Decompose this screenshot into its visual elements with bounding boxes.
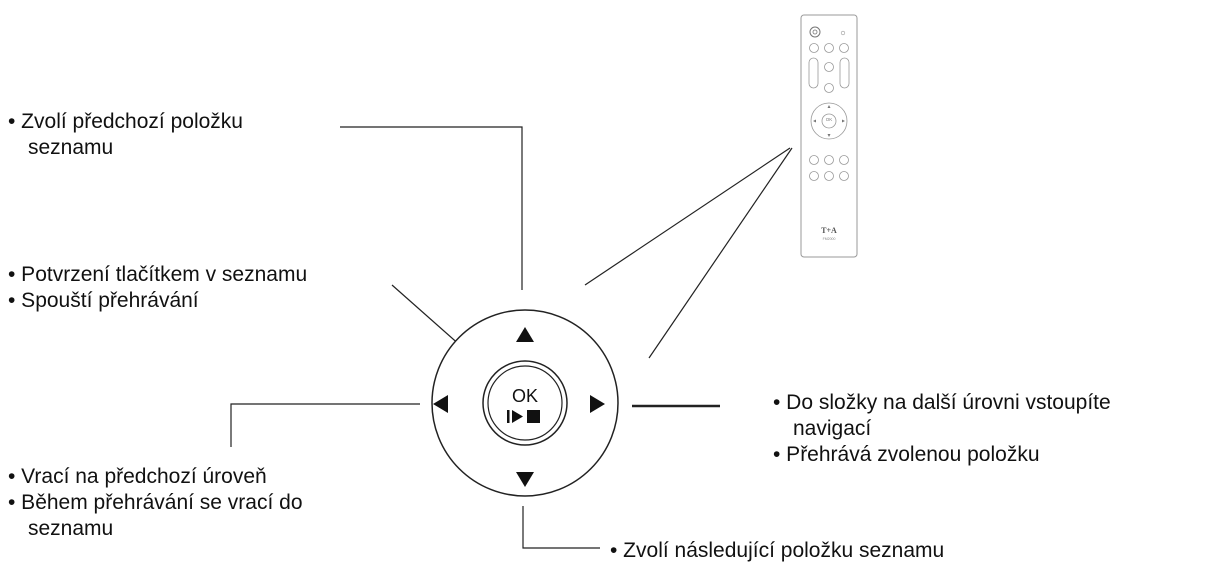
left-connector [230, 403, 420, 447]
down-button[interactable] [516, 472, 534, 487]
down-connector [522, 506, 600, 549]
ok-inner-ring [487, 365, 563, 441]
up-button[interactable] [516, 327, 534, 342]
label-right-line-3: • Přehrává zvolenou položku [773, 443, 1040, 466]
play-stop-icon [507, 410, 540, 423]
triangle-down-icon [516, 472, 534, 487]
triangle-up-icon [516, 327, 534, 342]
label-right: • Do složky na další úrovni vstoupíte na… [773, 390, 1111, 468]
remote-model: FM2000 [823, 237, 836, 241]
label-left: • Vrací na předchozí úroveň • Během přeh… [8, 464, 303, 542]
left-button[interactable] [433, 395, 448, 413]
ok-button[interactable]: OK [482, 360, 568, 446]
remote-brand: T+A [821, 226, 837, 235]
ok-label: OK [512, 386, 538, 406]
triangle-left-icon [433, 395, 448, 413]
remote-control: OK T+A FM2000 [800, 14, 858, 258]
zoom-line-2 [648, 147, 793, 359]
label-ok-line-2: • Spouští přehrávání [8, 289, 199, 312]
dpad: OK [431, 309, 619, 497]
remote-ok-label: OK [826, 117, 833, 122]
up-connector [340, 126, 523, 290]
label-ok: • Potvrzení tlačítkem v seznamu • Spoušt… [8, 262, 307, 314]
zoom-line-1 [584, 147, 791, 286]
label-left-line-3: seznamu [28, 517, 114, 540]
right-button[interactable] [590, 395, 605, 413]
label-up-line-1: • Zvolí předchozí položku [8, 110, 243, 133]
label-right-line-1: • Do složky na další úrovni vstoupíte [773, 391, 1111, 414]
label-right-line-2: navigací [793, 417, 872, 440]
label-up-line-2: seznamu [28, 136, 114, 159]
label-ok-line-1: • Potvrzení tlačítkem v seznamu [8, 263, 308, 286]
label-down: • Zvolí následující položku seznamu [610, 538, 944, 564]
label-down-line-1: • Zvolí následující položku seznamu [610, 539, 945, 562]
label-left-line-2: • Během přehrávání se vrací do [8, 491, 303, 514]
label-up: • Zvolí předchozí položku seznamu [8, 109, 243, 161]
label-left-line-1: • Vrací na předchozí úroveň [8, 465, 267, 488]
triangle-right-icon [590, 395, 605, 413]
remote-power-icon [809, 26, 821, 38]
